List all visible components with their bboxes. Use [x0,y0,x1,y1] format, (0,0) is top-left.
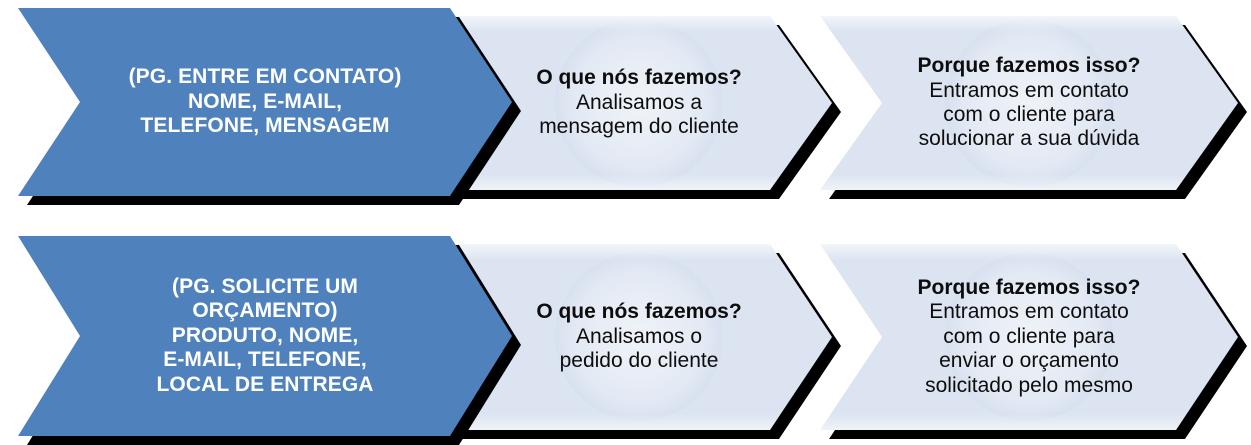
chevron-step-row0-col2[interactable]: Porque fazemos isso? Entramos em contato… [820,16,1238,190]
chevron-step-row0-col0[interactable]: (PG. ENTRE EM CONTATO) NOME, E-MAIL, TEL… [18,8,512,196]
label-line: NOME, E-MAIL, [187,89,343,113]
label-line: solucionar a sua dúvida [918,127,1140,151]
label-heading: O que nós fazemos? [536,300,742,324]
label-line: LOCAL DE ENTREGA [156,372,374,396]
chevron-label: O que nós fazemos? Analisamos a mensagem… [532,66,745,139]
process-row-orcamento: (PG. SOLICITE UM ORÇAMENTO) PRODUTO, NOM… [0,226,1251,436]
label-line: (PG. ENTRE EM CONTATO) [128,65,402,89]
label-heading: O que nós fazemos? [536,66,742,90]
chevron-body: Porque fazemos isso? Entramos em contato… [820,16,1238,190]
chevron-label: Porque fazemos isso? Entramos em contato… [914,54,1145,151]
chevron-body: (PG. ENTRE EM CONTATO) NOME, E-MAIL, TEL… [18,8,512,196]
label-line: E-MAIL, TELEFONE, [163,348,367,372]
label-line: com o cliente para [943,103,1115,126]
label-line: Entramos em contato [929,78,1129,102]
chevron-process-diagram: (PG. ENTRE EM CONTATO) NOME, E-MAIL, TEL… [0,0,1251,436]
chevron-step-row1-col2[interactable]: Porque fazemos isso? Entramos em contato… [820,244,1238,430]
label-line: Entramos em contato [929,300,1129,324]
label-heading: Porque fazemos isso? [917,276,1141,300]
label-line: Analisamos a [575,90,703,114]
label-line: ORÇAMENTO) [192,299,338,323]
chevron-step-row1-col0[interactable]: (PG. SOLICITE UM ORÇAMENTO) PRODUTO, NOM… [18,236,512,436]
label-line: pedido do cliente [559,349,719,373]
chevron-body: Porque fazemos isso? Entramos em contato… [820,244,1238,430]
chevron-label: (PG. ENTRE EM CONTATO) NOME, E-MAIL, TEL… [125,65,406,138]
label-line: PRODUTO, NOME, [171,323,359,347]
label-line: com o cliente para [943,324,1115,348]
label-line: mensagem do cliente [539,115,739,139]
chevron-label: Porque fazemos isso? Entramos em contato… [914,276,1145,398]
label-line: enviar o orçamento [939,349,1119,373]
label-line: TELEFONE, MENSAGEM [140,114,390,138]
chevron-body: (PG. SOLICITE UM ORÇAMENTO) PRODUTO, NOM… [18,236,512,436]
process-row-contato: (PG. ENTRE EM CONTATO) NOME, E-MAIL, TEL… [0,0,1251,210]
label-heading: Porque fazemos isso? [917,54,1141,78]
label-line: solicitado pelo mesmo [925,373,1133,397]
label-line: Analisamos o [575,324,703,348]
chevron-label: O que nós fazemos? Analisamos o pedido d… [532,300,745,373]
label-line: (PG. SOLICITE UM [172,275,358,299]
chevron-label: (PG. SOLICITE UM ORÇAMENTO) PRODUTO, NOM… [152,275,377,397]
